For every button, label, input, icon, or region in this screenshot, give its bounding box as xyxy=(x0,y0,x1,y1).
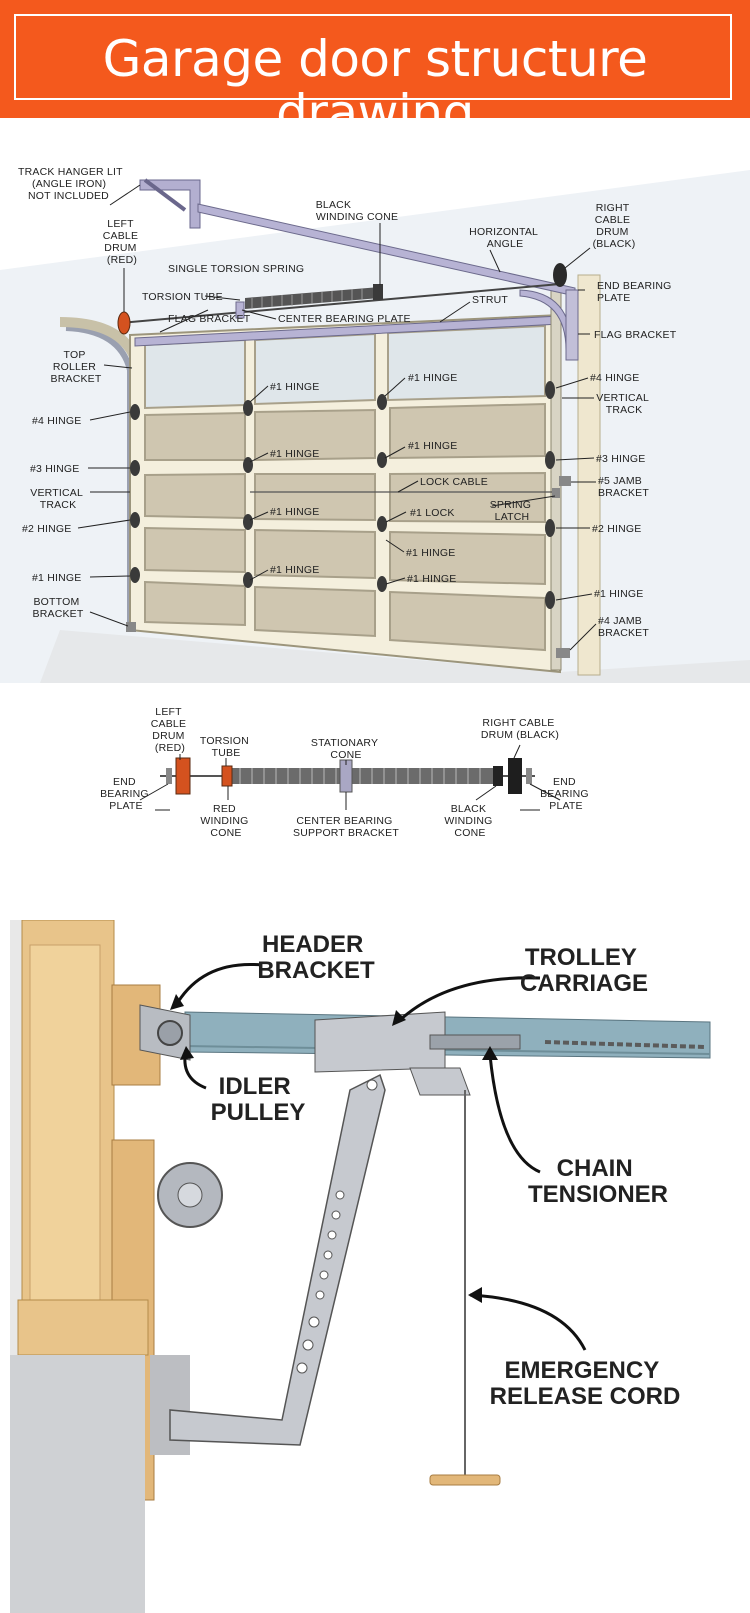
hinge3-left-label: #3 HINGE xyxy=(30,463,79,475)
sa-red-winding-cone-label: RED WINDING CONE xyxy=(200,803,251,839)
bottom-bracket-label: BOTTOM BRACKET xyxy=(33,596,84,620)
sa-black-winding-cone-label: BLACK WINDING CONE xyxy=(444,803,495,839)
vertical-track-right-label: VERTICAL TRACK xyxy=(596,392,652,416)
hinge1-label-a: #1 HINGE xyxy=(270,381,319,393)
hinge1-label-i: #1 HINGE xyxy=(594,588,643,600)
hinge4-left-label: #4 HINGE xyxy=(32,415,81,427)
lock1-label: #1 LOCK xyxy=(410,507,455,519)
torsion-tube-label: TORSION TUBE xyxy=(142,291,223,303)
hinge1-left-label: #1 HINGE xyxy=(32,572,81,584)
strut-label: STRUT xyxy=(472,294,508,306)
hinge2-left-label: #2 HINGE xyxy=(22,523,71,535)
lock-cable-label: LOCK CABLE xyxy=(420,476,488,488)
jamb5-label: #5 JAMB BRACKET xyxy=(598,475,649,499)
sa-torsion-tube-label: TORSION TUBE xyxy=(200,735,252,759)
sa-right-cable-drum-label: RIGHT CABLE DRUM (BLACK) xyxy=(481,717,559,741)
spring-latch-label: SPRING LATCH xyxy=(490,499,535,523)
hinge1-label-b: #1 HINGE xyxy=(408,372,457,384)
vertical-track-left-label: VERTICAL TRACK xyxy=(30,487,86,511)
trolley-carriage-label: TROLLEY CARRIAGE xyxy=(520,944,648,997)
center-bearing-plate-label: CENTER BEARING PLATE xyxy=(278,313,411,325)
right-cable-drum-label: RIGHT CABLE DRUM (BLACK) xyxy=(593,202,636,250)
left-cable-drum-label: LEFT CABLE DRUM (RED) xyxy=(103,218,142,266)
hinge3-right-label: #3 HINGE xyxy=(596,453,645,465)
horizontal-angle-label: HORIZONTAL ANGLE xyxy=(469,226,541,250)
garage-door-diagram: TRACK HANGER LIT (ANGLE IRON) NOT INCLUD… xyxy=(0,166,750,683)
flag-bracket-left-label: FLAG BRACKET xyxy=(168,313,251,325)
sa-center-bearing-label: CENTER BEARING SUPPORT BRACKET xyxy=(293,815,399,839)
sa-end-bearing-left-label: END BEARING PLATE xyxy=(100,776,152,812)
hinge4-right-label: #4 HINGE xyxy=(590,372,639,384)
opener-diagram: HEADER BRACKET TROLLEY CARRIAGE IDLER PU… xyxy=(10,920,711,1613)
jamb4-label: #4 JAMB BRACKET xyxy=(598,615,649,639)
title-frame: Garage door structure drawing xyxy=(14,14,732,140)
chain-tensioner-label: CHAIN TENSIONER xyxy=(528,1155,668,1208)
page-title: Garage door structure drawing xyxy=(102,30,648,142)
header-bracket-label: HEADER BRACKET xyxy=(257,931,375,984)
title-banner: Garage door structure drawing xyxy=(0,0,750,140)
sa-end-bearing-right-label: END BEARING PLATE xyxy=(540,776,592,812)
hinge1-label-f: #1 HINGE xyxy=(406,547,455,559)
sa-left-cable-drum-label: LEFT CABLE DRUM (RED) xyxy=(151,706,190,754)
hinge1-label-h: #1 HINGE xyxy=(407,573,456,585)
emergency-release-cord-label: EMERGENCY RELEASE CORD xyxy=(490,1357,681,1410)
hinge1-label-c: #1 HINGE xyxy=(270,448,319,460)
hinge1-label-e: #1 HINGE xyxy=(270,506,319,518)
hinge1-label-d: #1 HINGE xyxy=(408,440,457,452)
flag-bracket-right-label: FLAG BRACKET xyxy=(594,329,677,341)
hinge1-label-g: #1 HINGE xyxy=(270,564,319,576)
black-winding-cone-label: BLACK WINDING CONE xyxy=(316,199,398,223)
spring-assembly-diagram: LEFT CABLE DRUM (RED) TORSION TUBE STATI… xyxy=(100,706,592,839)
hinge2-right-label: #2 HINGE xyxy=(592,523,641,535)
top-roller-bracket-label: TOP ROLLER BRACKET xyxy=(51,349,102,385)
idler-pulley-label: IDLER PULLEY xyxy=(211,1073,306,1126)
single-torsion-spring-label: SINGLE TORSION SPRING xyxy=(168,263,304,275)
sa-stationary-cone-label: STATIONARY CONE xyxy=(311,737,381,761)
track-hanger-label: TRACK HANGER LIT (ANGLE IRON) NOT INCLUD… xyxy=(18,166,126,202)
end-bearing-plate-label: END BEARING PLATE xyxy=(597,280,675,304)
